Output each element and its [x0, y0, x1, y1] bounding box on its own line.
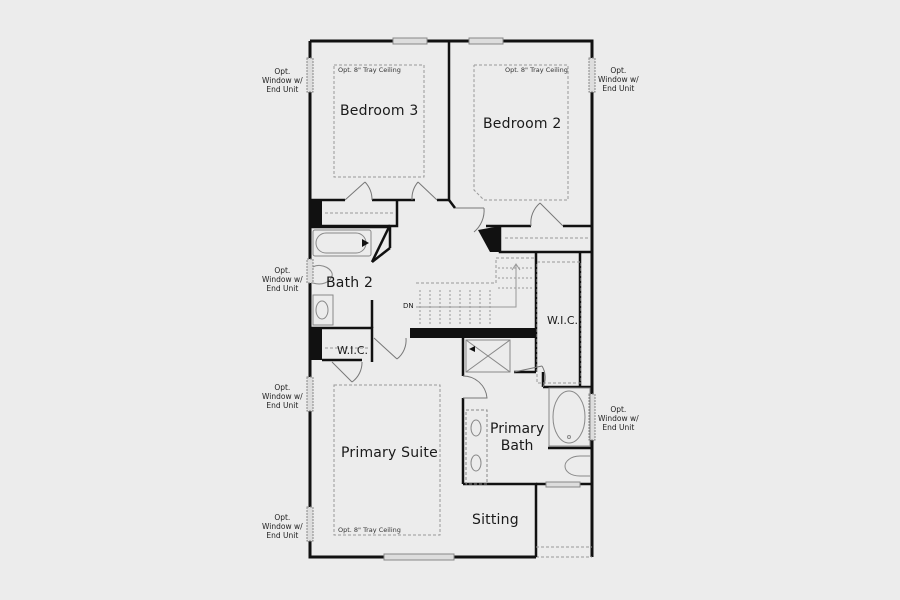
plumbing-fixtures [312, 229, 591, 485]
opt-window-line-2: Window w/ [262, 275, 303, 284]
door-swings [331, 181, 564, 399]
opt-window-line-1: Opt. [610, 66, 627, 75]
opt-window-line-3: End Unit [602, 423, 635, 432]
opt-window-line-1: Opt. [274, 266, 291, 275]
tray-ceilings [325, 64, 592, 548]
opt-window-line-2: Window w/ [262, 392, 303, 401]
opt-window-note-primary-suite-upper: Opt. Window w/ End Unit [262, 383, 303, 410]
stairs-down-label: DN [403, 302, 414, 310]
opt-window-note-bedroom-2: Opt. Window w/ End Unit [598, 66, 639, 93]
opt-window-line-3: End Unit [266, 85, 299, 94]
opt-window-note-primary-bath: Opt. Window w/ End Unit [598, 405, 639, 432]
opt-window-note-bath-2: Opt. Window w/ End Unit [262, 266, 303, 293]
room-label-primary-bath: Primary Bath [490, 421, 544, 455]
opt-window-line-3: End Unit [602, 84, 635, 93]
tray-ceiling-note-primary-suite: Opt. 8" Tray Ceiling [338, 526, 401, 534]
solid-wall-fills [310, 201, 536, 360]
staircase [416, 257, 536, 326]
opt-window-line-1: Opt. [274, 513, 291, 522]
opt-window-line-1: Opt. [274, 383, 291, 392]
opt-window-note-primary-suite-lower: Opt. Window w/ End Unit [262, 513, 303, 540]
opt-window-line-2: Window w/ [598, 75, 639, 84]
opt-window-line-1: Opt. [610, 405, 627, 414]
room-label-bedroom-3: Bedroom 3 [340, 103, 419, 119]
room-label-primary-suite: Primary Suite [341, 445, 438, 461]
room-label-wic-right: W.I.C. [547, 314, 579, 327]
primary-bath-line-2: Bath [500, 438, 534, 454]
opt-window-line-2: Window w/ [262, 76, 303, 85]
tray-ceiling-note-bedroom-2: Opt. 8" Tray Ceiling [505, 66, 568, 74]
primary-bath-line-1: Primary [490, 421, 545, 437]
room-label-sitting: Sitting [472, 512, 519, 528]
room-label-wic-left: W.I.C. [337, 344, 369, 357]
room-label-bath-2: Bath 2 [326, 275, 374, 291]
opt-window-line-3: End Unit [266, 284, 299, 293]
opt-window-line-2: Window w/ [598, 414, 639, 423]
room-label-bedroom-2: Bedroom 2 [483, 116, 562, 132]
tray-ceiling-note-bedroom-3: Opt. 8" Tray Ceiling [338, 66, 401, 74]
opt-window-line-3: End Unit [266, 401, 299, 410]
opt-window-line-1: Opt. [274, 67, 291, 76]
opt-window-line-2: Window w/ [262, 522, 303, 531]
windows [306, 37, 596, 561]
opt-window-note-bedroom-3: Opt. Window w/ End Unit [262, 67, 303, 94]
opt-window-line-3: End Unit [266, 531, 299, 540]
